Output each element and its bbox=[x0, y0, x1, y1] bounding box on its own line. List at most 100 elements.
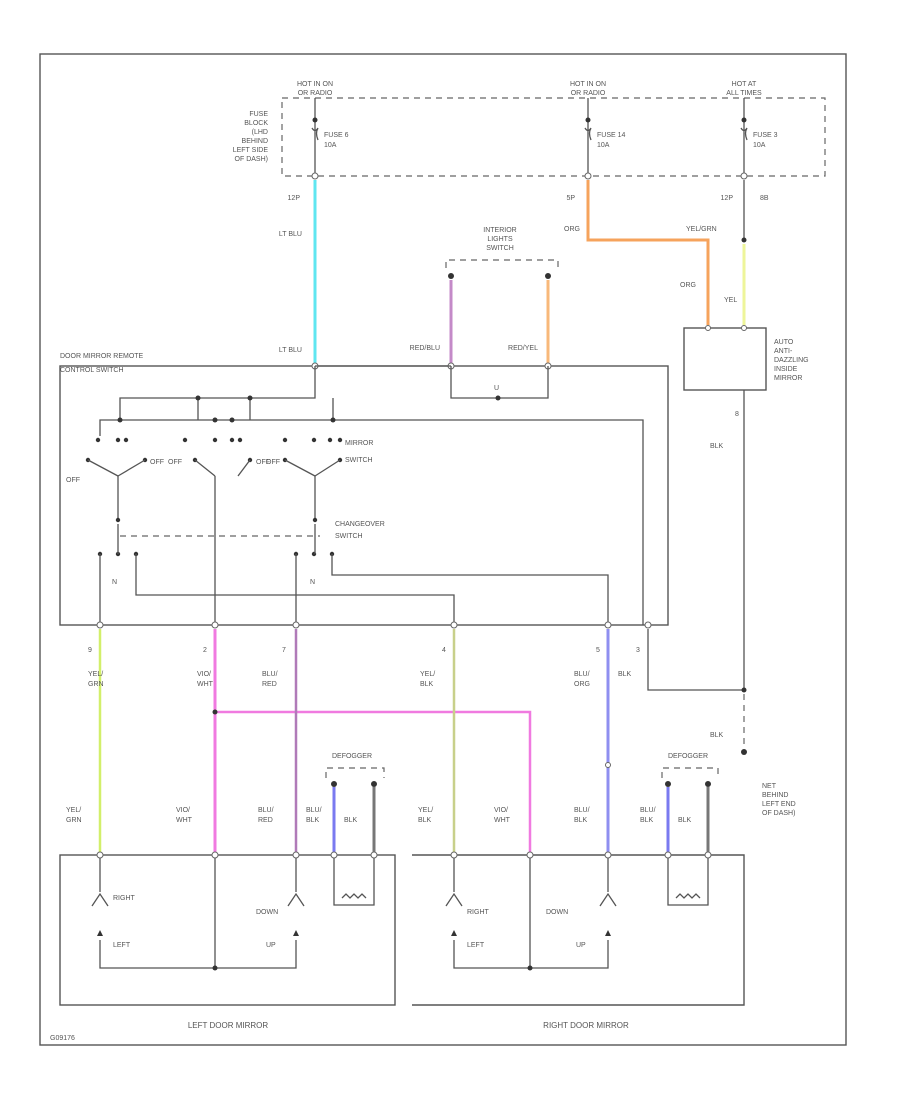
wire-2b: WHT bbox=[197, 681, 214, 688]
right-mirror-w2b: WHT bbox=[494, 817, 511, 824]
left-motor-ud-icon bbox=[287, 892, 305, 907]
interior-lights-switch: INTERIOR LIGHTS SWITCH RED/BLU RED/YEL bbox=[410, 227, 559, 365]
wire-5b: ORG bbox=[574, 681, 590, 688]
pin-3: 3 bbox=[636, 647, 640, 654]
defogger-right-label: DEFOGGER bbox=[668, 753, 708, 760]
wire-4a: YEL/ bbox=[420, 671, 435, 678]
ground-label-3: OF DASH) bbox=[762, 810, 795, 817]
right-mirror-w3a: BLU/ bbox=[574, 807, 590, 814]
fuse-1-label: FUSE 6 bbox=[324, 132, 349, 139]
fuse-3-label: FUSE 3 bbox=[753, 132, 778, 139]
left-up-label: UP bbox=[266, 942, 276, 949]
remote-switch-label-1: CONTROL SWITCH bbox=[60, 367, 124, 374]
right-door-mirror: RIGHT LEFT DOWN UP RIGHT DOOR MIRROR bbox=[412, 851, 745, 1030]
wire-blk-label: BLK bbox=[710, 443, 724, 450]
off-label-b: OFF bbox=[150, 459, 164, 466]
defogger-left-w1b: BLK bbox=[306, 817, 320, 824]
defogger-right: DEFOGGER BLU/ BLK BLK bbox=[640, 753, 719, 853]
remote-switch-box bbox=[59, 365, 669, 626]
left-mirror-w1a: YEL/ bbox=[66, 807, 81, 814]
n-label-a: N bbox=[112, 579, 117, 586]
left-mirror-w2b: WHT bbox=[176, 817, 193, 824]
wire-org-label-2: ORG bbox=[680, 282, 696, 289]
wire-lt-blu-label-2: LT BLU bbox=[279, 347, 302, 354]
right-right-label: RIGHT bbox=[467, 909, 490, 916]
wire-2a: VIO/ bbox=[197, 671, 211, 678]
left-mirror-w1b: GRN bbox=[66, 817, 82, 824]
right-motor-lr-icon bbox=[445, 892, 463, 907]
auto-mirror-2: DAZZLING bbox=[774, 357, 809, 364]
pin-5: 5 bbox=[596, 647, 600, 654]
left-mirror-w2a: VIO/ bbox=[176, 807, 190, 814]
remote-switch-label-0: DOOR MIRROR REMOTE bbox=[60, 353, 144, 360]
interior-label-1: LIGHTS bbox=[487, 236, 513, 243]
fuse-2-label: FUSE 14 bbox=[597, 132, 626, 139]
connector-12p-2: 12P bbox=[721, 195, 734, 202]
auto-mirror-0: AUTO bbox=[774, 339, 794, 346]
hot-label-3: HOT AT bbox=[732, 81, 757, 88]
connector-12p-1: 12P bbox=[288, 195, 301, 202]
ground-label-1: BEHIND bbox=[762, 792, 788, 799]
hot-label-3b: ALL TIMES bbox=[726, 90, 762, 97]
auto-mirror-1: ANTI- bbox=[774, 348, 793, 355]
right-mirror-w2a: VIO/ bbox=[494, 807, 508, 814]
harness-wires: BLK NET BEHIND LEFT END OF DASH) 9 YEL/ … bbox=[88, 629, 796, 853]
fuse-block-label-1: BLOCK bbox=[244, 120, 268, 127]
pin-7: 7 bbox=[282, 647, 286, 654]
wire-yel-label: YEL bbox=[724, 297, 737, 304]
defogger-right-w2: BLK bbox=[678, 817, 692, 824]
right-mirror-title: RIGHT DOOR MIRROR bbox=[543, 1021, 629, 1030]
auto-mirror-4: MIRROR bbox=[774, 375, 802, 382]
right-defogger-element bbox=[667, 858, 709, 906]
left-left-label: LEFT bbox=[113, 942, 131, 949]
mirror-switch-label-0: MIRROR bbox=[345, 440, 373, 447]
fuse-block-label-0: FUSE bbox=[249, 111, 268, 118]
auto-dazzling-mirror: AUTO ANTI- DAZZLING INSIDE MIRROR 8 BLK bbox=[683, 325, 809, 690]
wire-org bbox=[586, 180, 710, 325]
defogger-right-w1a: BLU/ bbox=[640, 807, 656, 814]
wire-org-label: ORG bbox=[564, 226, 580, 233]
left-mirror-w3a: BLU/ bbox=[258, 807, 274, 814]
off-label-a: OFF bbox=[66, 477, 80, 484]
left-down-label: DOWN bbox=[256, 909, 278, 916]
connector-8b: 8B bbox=[760, 195, 769, 202]
n-label-b: N bbox=[310, 579, 315, 586]
fuse-block-label-3: BEHIND bbox=[242, 138, 268, 145]
defogger-left-label: DEFOGGER bbox=[332, 753, 372, 760]
hot-label-1b: OR RADIO bbox=[298, 90, 333, 97]
interior-label-2: SWITCH bbox=[486, 245, 514, 252]
left-defogger-element bbox=[333, 858, 375, 906]
off-label-c: OFF bbox=[168, 459, 182, 466]
wire-red-yel-label: RED/YEL bbox=[508, 345, 538, 352]
connector-5p: 5P bbox=[566, 195, 575, 202]
hot-label-2: HOT IN ON bbox=[570, 81, 606, 88]
left-mirror-w3b: RED bbox=[258, 817, 273, 824]
off-label-d: OFF bbox=[256, 459, 270, 466]
wire-3b: RED bbox=[262, 681, 277, 688]
ground-label-0: NET bbox=[762, 783, 777, 790]
right-up-label: UP bbox=[576, 942, 586, 949]
defogger-left: DEFOGGER BLU/ BLK BLK bbox=[306, 753, 385, 853]
changeover-label-0: CHANGEOVER bbox=[335, 521, 385, 528]
left-door-mirror: RIGHT LEFT DOWN UP LEFT DOOR MIRROR bbox=[59, 851, 396, 1030]
left-right-label: RIGHT bbox=[113, 895, 136, 902]
off-label-e: OFF bbox=[266, 459, 280, 466]
defogger-left-w1a: BLU/ bbox=[306, 807, 322, 814]
hot-label-1: HOT IN ON bbox=[297, 81, 333, 88]
fuse-1-amp: 10A bbox=[324, 142, 337, 149]
interior-label-0: INTERIOR bbox=[483, 227, 516, 234]
ground-point bbox=[741, 749, 747, 755]
mirror-switch-contacts bbox=[85, 437, 343, 477]
fuse-block-outline bbox=[281, 97, 826, 177]
changeover-label-1: SWITCH bbox=[335, 533, 363, 540]
outer-frame bbox=[39, 53, 847, 1046]
wire-blk-label-2: BLK bbox=[710, 732, 724, 739]
mirror-switch-label-1: SWITCH bbox=[345, 457, 373, 464]
wire-5a: BLU/ bbox=[574, 671, 590, 678]
wire-1b: GRN bbox=[88, 681, 104, 688]
right-down-label: DOWN bbox=[546, 909, 568, 916]
wire-3a: BLU/ bbox=[262, 671, 278, 678]
wire-lt-blu-label: LT BLU bbox=[279, 231, 302, 238]
pin-2: 2 bbox=[203, 647, 207, 654]
